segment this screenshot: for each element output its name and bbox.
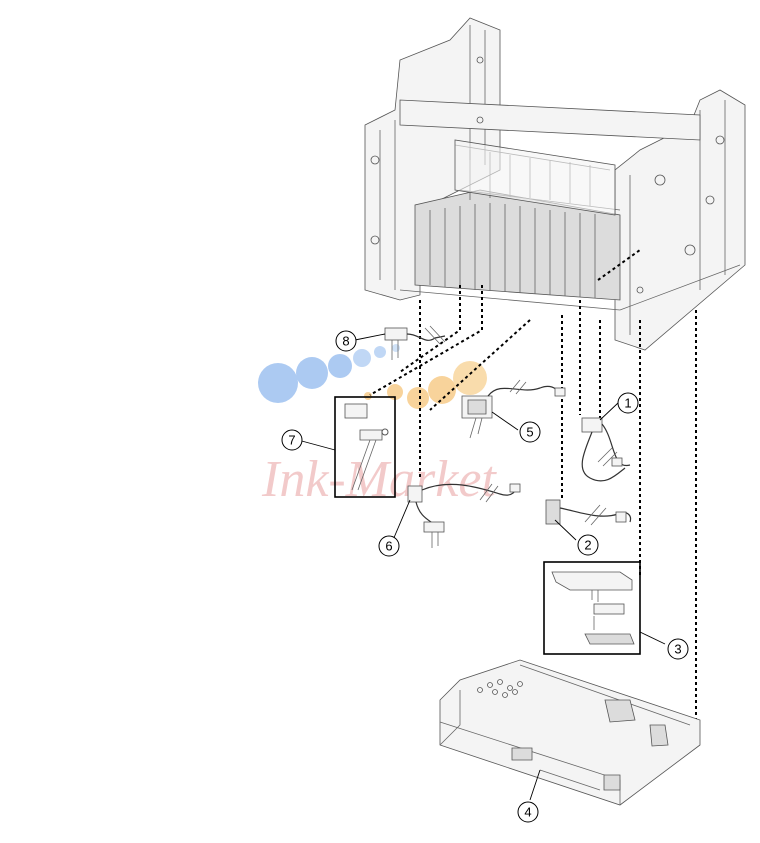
callout-6: 6 — [378, 535, 400, 557]
svg-text:4: 4 — [524, 805, 531, 820]
svg-text:3: 3 — [674, 642, 681, 657]
part-2-cable — [545, 499, 632, 526]
watermark-text: Ink-Market — [261, 451, 497, 508]
part-4-base-plate — [439, 659, 701, 806]
assembly-lines — [369, 249, 697, 735]
part-7-sensor-flag-box — [334, 396, 396, 498]
callout-2: 2 — [577, 534, 599, 556]
svg-text:1: 1 — [624, 396, 631, 411]
callout-3: 3 — [667, 638, 689, 660]
leader-lines — [297, 333, 666, 801]
svg-text:5: 5 — [526, 425, 533, 440]
callout-7: 7 — [281, 429, 303, 451]
callout-1: 1 — [617, 392, 639, 414]
svg-text:6: 6 — [385, 539, 392, 554]
part-3-bracket-box — [543, 561, 641, 655]
printer-frame — [364, 17, 746, 351]
part-6-cable-sensors — [407, 483, 521, 548]
callout-4: 4 — [517, 801, 539, 823]
part-5-sensor — [461, 379, 566, 439]
callout-8: 8 — [335, 330, 357, 352]
svg-text:7: 7 — [288, 433, 295, 448]
watermark-logo — [258, 344, 487, 409]
part-1-cable — [581, 417, 631, 482]
svg-text:2: 2 — [584, 538, 591, 553]
part-8-sensor — [384, 325, 446, 360]
svg-text:8: 8 — [342, 334, 349, 349]
callout-5: 5 — [519, 421, 541, 443]
